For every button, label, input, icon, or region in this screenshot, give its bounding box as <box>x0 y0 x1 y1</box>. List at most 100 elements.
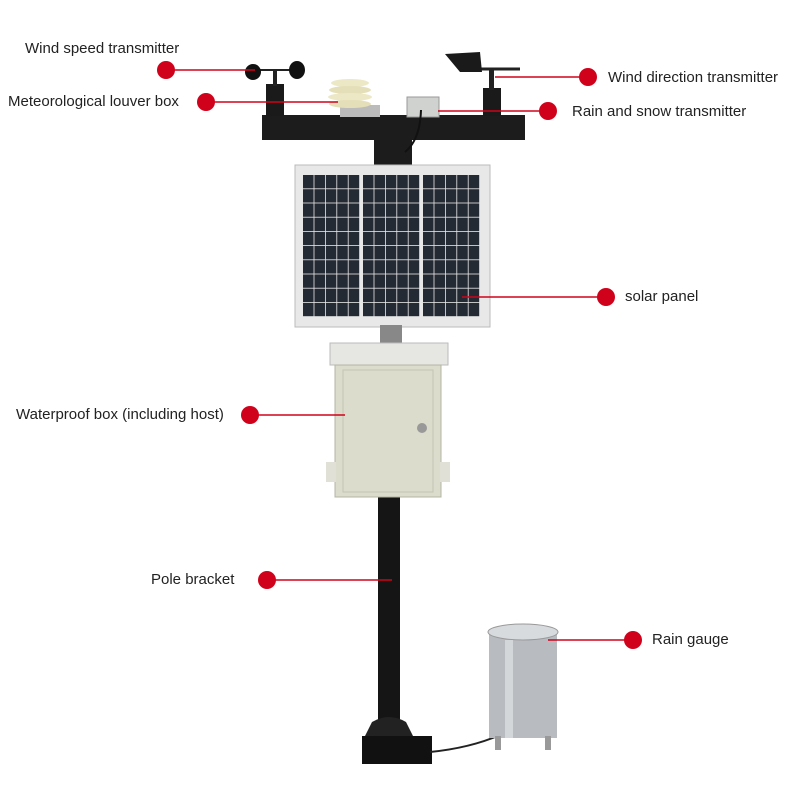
solar-cell <box>363 288 374 302</box>
solar-cell <box>408 302 420 317</box>
solar-cell <box>397 260 408 274</box>
solar-cell <box>374 288 385 302</box>
solar-cell <box>303 217 314 231</box>
solar-cell <box>363 231 374 246</box>
solar-cell <box>397 231 408 246</box>
solar-cell <box>457 288 468 302</box>
box-roof <box>329 342 449 366</box>
solar-cell <box>348 274 360 288</box>
solar-cell <box>303 260 314 274</box>
solar-cell <box>314 217 325 231</box>
callout-dot-pole-bracket <box>258 571 276 589</box>
solar-cell <box>303 189 314 203</box>
solar-cell <box>423 260 434 274</box>
solar-cell <box>468 189 480 203</box>
solar-cell <box>457 260 468 274</box>
solar-cell <box>385 189 397 203</box>
label-wind-speed-transmitter: Wind speed transmitter <box>25 40 180 57</box>
solar-cell <box>468 203 480 217</box>
base-plate <box>362 736 432 764</box>
solar-cell <box>337 189 348 203</box>
solar-cell <box>374 246 385 260</box>
solar-cell <box>434 274 445 288</box>
solar-cell <box>445 203 457 217</box>
solar-cell <box>468 231 480 246</box>
callout-dot-wind-speed <box>157 61 175 79</box>
solar-cell <box>457 217 468 231</box>
solar-cell <box>374 189 385 203</box>
label-wind-direction-transmitter: Wind direction transmitter <box>608 69 779 86</box>
solar-cell <box>348 203 360 217</box>
solar-cell <box>434 288 445 302</box>
anemometer-cup <box>245 64 261 80</box>
solar-cell <box>303 203 314 217</box>
solar-cell <box>325 302 337 317</box>
solar-cell <box>457 203 468 217</box>
solar-cell <box>468 246 480 260</box>
solar-cell <box>457 189 468 203</box>
solar-cell <box>363 260 374 274</box>
solar-cell <box>374 203 385 217</box>
pole <box>378 495 400 740</box>
solar-cell <box>445 288 457 302</box>
label-rain-snow-transmitter: Rain and snow transmitter <box>572 103 747 120</box>
solar-cell <box>325 189 337 203</box>
solar-cell <box>385 260 397 274</box>
solar-cell <box>434 231 445 246</box>
solar-cell <box>457 274 468 288</box>
solar-cell <box>468 274 480 288</box>
solar-cells <box>303 175 480 317</box>
solar-cell <box>303 302 314 317</box>
solar-cell <box>457 302 468 317</box>
louver-box <box>328 79 380 117</box>
solar-cell <box>397 274 408 288</box>
label-solar-panel: solar panel <box>625 288 699 305</box>
solar-cell <box>348 246 360 260</box>
solar-cell <box>408 203 420 217</box>
solar-cell <box>325 246 337 260</box>
solar-cell <box>337 260 348 274</box>
solar-cell <box>325 231 337 246</box>
callout-dot-rain-snow <box>539 102 557 120</box>
solar-cell <box>423 288 434 302</box>
solar-cell <box>303 231 314 246</box>
solar-cell <box>348 217 360 231</box>
solar-cell <box>385 217 397 231</box>
solar-cell <box>325 274 337 288</box>
solar-cell <box>385 203 397 217</box>
solar-cell <box>374 260 385 274</box>
solar-cell <box>303 175 314 189</box>
solar-cell <box>363 217 374 231</box>
solar-cell <box>468 175 480 189</box>
solar-cell <box>397 288 408 302</box>
solar-cell <box>423 302 434 317</box>
solar-cell <box>408 246 420 260</box>
solar-cell <box>385 246 397 260</box>
solar-cell <box>397 189 408 203</box>
solar-cell <box>445 175 457 189</box>
callout-dot-waterproof-box <box>241 406 259 424</box>
solar-cell <box>385 274 397 288</box>
solar-cell <box>363 203 374 217</box>
solar-cell <box>408 231 420 246</box>
crossbar <box>262 115 525 140</box>
solar-cell <box>408 274 420 288</box>
solar-cell <box>423 274 434 288</box>
solar-cell <box>408 288 420 302</box>
solar-cell <box>348 175 360 189</box>
solar-cell <box>397 302 408 317</box>
solar-cell <box>468 260 480 274</box>
solar-cell <box>325 203 337 217</box>
label-rain-gauge: Rain gauge <box>652 631 729 648</box>
solar-cell <box>337 203 348 217</box>
solar-cell <box>337 231 348 246</box>
solar-cell <box>314 246 325 260</box>
solar-cell <box>314 231 325 246</box>
solar-cell <box>457 246 468 260</box>
solar-cell <box>408 260 420 274</box>
solar-cell <box>445 231 457 246</box>
solar-cell <box>445 189 457 203</box>
solar-cell <box>303 288 314 302</box>
solar-cell <box>348 189 360 203</box>
